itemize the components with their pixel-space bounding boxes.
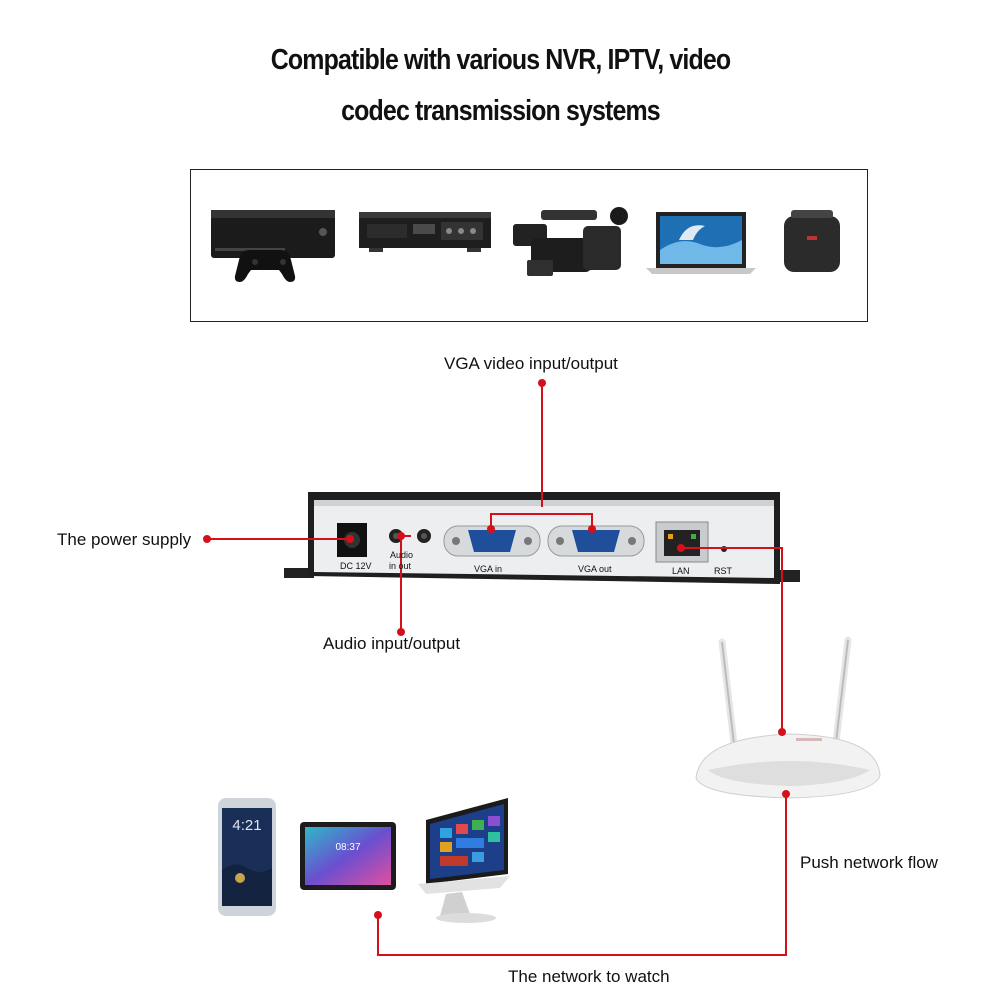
laptop-icon	[646, 212, 756, 274]
phone-icon	[218, 798, 276, 916]
router-icon	[695, 636, 881, 799]
monitor-icon	[418, 798, 510, 923]
encoder-device	[284, 492, 800, 584]
vga-out-label: VGA out	[578, 564, 612, 574]
power-callout-label: The power supply	[57, 530, 192, 549]
headline-line-2: codec transmission systems	[341, 95, 661, 127]
set-top-box-icon	[784, 210, 840, 272]
watch-callout-label: The network to watch	[508, 967, 670, 986]
compatible-devices-box	[190, 169, 868, 322]
lan-label: LAN	[672, 566, 690, 576]
headline-line-1: Compatible with various NVR, IPTV, video	[270, 44, 731, 76]
audio-label-top: Audio	[390, 550, 413, 560]
vga-callout-label: VGA video input/output	[444, 354, 618, 373]
rst-label: RST	[714, 566, 733, 576]
lan-port	[655, 521, 709, 563]
nvr-recorder-icon	[359, 212, 491, 252]
vga-in-port	[443, 525, 541, 557]
audio-label-bottom: in out	[389, 561, 412, 571]
phone-clock: 4:21	[232, 817, 261, 834]
vga-in-label: VGA in	[474, 564, 502, 574]
game-console-icon	[211, 210, 335, 282]
push-callout-label: Push network flow	[800, 853, 938, 872]
vga-out-port	[547, 525, 645, 557]
tablet-icon	[300, 822, 396, 890]
camcorder-icon	[513, 207, 628, 276]
tablet-clock: 08:37	[335, 842, 360, 853]
dc-label: DC 12V	[340, 561, 372, 571]
callout-dots	[203, 379, 790, 919]
audio-callout-label: Audio input/output	[323, 634, 461, 653]
